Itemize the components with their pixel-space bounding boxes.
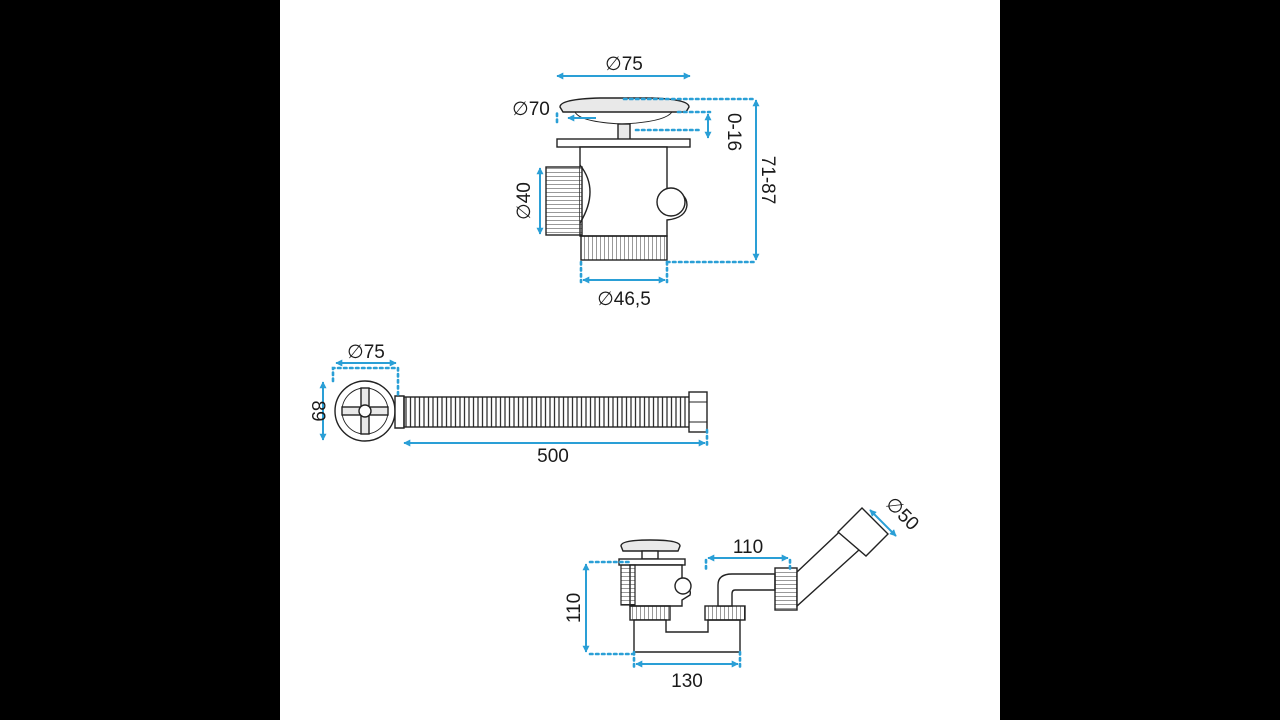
label-side-outlet: ∅40: [514, 182, 535, 220]
label-bottom-thread: ∅46,5: [597, 289, 651, 310]
siphon-trap: [633, 619, 741, 653]
corrugated-hose: [403, 396, 691, 428]
label-trap-width: 130: [671, 671, 703, 692]
drain-valve-view: ∅75 ∅70 0-16 71-87 ∅40 ∅46,5: [512, 54, 778, 310]
dim-outlet-diameter: [869, 509, 897, 537]
label-overflow-diameter: ∅75: [347, 342, 385, 363]
side-outlet-thread: [545, 166, 583, 236]
label-seat-diameter: ∅70: [512, 99, 550, 120]
label-outlet-offset: 110: [733, 537, 763, 558]
overflow-hose-view: ∅75 89 500: [307, 342, 709, 467]
valve-stem: [617, 123, 631, 141]
label-cap-diameter: ∅75: [605, 54, 643, 75]
valve-flange: [556, 138, 691, 148]
hose-nut: [688, 391, 708, 433]
bottom-thread: [580, 235, 668, 261]
siphon-cap: [620, 539, 681, 552]
label-trap-height: 110: [564, 593, 585, 623]
label-total-height: 71-87: [757, 156, 778, 205]
label-cap-stroke: 0-16: [723, 113, 744, 151]
label-overflow-height: 89: [307, 400, 328, 421]
siphon-assembly-view: 110 110 130 ∅50: [564, 493, 923, 692]
label-hose-length: 500: [537, 446, 569, 467]
